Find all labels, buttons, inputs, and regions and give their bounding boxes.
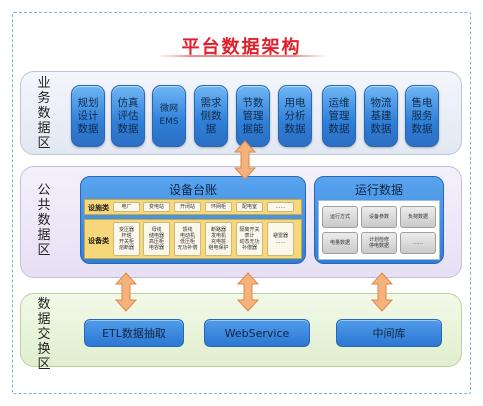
business-item: 微网EMS [152, 85, 186, 147]
business-item: 物流基建数据 [364, 85, 398, 147]
business-item: 运维管理数据 [322, 85, 356, 147]
business-item: 节数管理据能 [236, 85, 270, 147]
business-item-label: 微网EMS [159, 104, 179, 127]
equipment-chip: 隔离开关 表计 动态无功 补偿器 [236, 222, 263, 256]
equipment-chip: 避雷器 …… [267, 222, 294, 256]
facility-label: 设施类 [88, 204, 109, 212]
business-item-label: 规划设计数据 [77, 96, 99, 135]
outer-frame [12, 12, 471, 394]
equipment-chip: 断路器 发电机 充电桩 继电保护 [205, 222, 232, 256]
business-item: 仿真评估数据 [111, 85, 145, 147]
arrow-business-public [234, 140, 256, 180]
equipment-label: 设备类 [88, 237, 109, 245]
public-layer-label: 公共数据区 [37, 183, 51, 258]
equipment-chip: 馈线 电动机 低压柜 无功补偿 [174, 222, 201, 256]
business-item: 用电分析数据 [278, 85, 312, 147]
run-data-chip: 负荷数据 [400, 206, 436, 228]
equipment-chip: 变压器 杆塔 开关柜 熔断器 [113, 222, 140, 256]
run-data-title: 运行数据 [354, 183, 403, 197]
run-data-chip: 运行方式 [322, 206, 358, 228]
facility-chip: …… [267, 202, 294, 212]
arrow-public-webservice [237, 272, 259, 312]
business-item-label: 物流基建数据 [370, 96, 392, 135]
facility-chip: 开闭站 [174, 202, 201, 212]
equipment-chip: 母线 储电器 高压柜 电容器 [143, 222, 170, 256]
business-item: 需求侧数据 [194, 85, 228, 147]
facility-chip: 配电室 [236, 202, 263, 212]
facility-chip: 电厂 [113, 202, 140, 212]
business-item-label: 售电服务数据 [411, 96, 433, 135]
business-item-label: 需求侧数据 [200, 96, 222, 135]
run-data-chip: 计划检修 停电数据 [361, 232, 397, 254]
run-data-chip: 电量数据 [322, 232, 358, 254]
business-item: 售电服务数据 [405, 85, 439, 147]
equipment-ledger-title: 设备台账 [168, 183, 217, 197]
page-title: 平台数据架构 [181, 37, 302, 58]
run-data-chip: 设备参数 [361, 206, 397, 228]
business-item-label: 仿真评估数据 [117, 96, 139, 135]
webservice-box: WebService [204, 319, 310, 347]
facility-chip: 变电站 [143, 202, 170, 212]
arrow-public-middle-db [371, 272, 393, 312]
facility-chip: 环网柜 [205, 202, 232, 212]
business-item-label: 节数管理据能 [242, 96, 264, 135]
run-data-chip: …… [400, 232, 436, 254]
arrow-public-etl [115, 272, 137, 312]
etl-extraction-box: ETL数据抽取 [84, 319, 184, 347]
business-item-label: 用电分析数据 [284, 96, 306, 135]
business-item-label: 运维管理数据 [328, 96, 350, 135]
title-underline [158, 55, 326, 57]
business-item: 规划设计数据 [71, 85, 105, 147]
exchange-layer-label: 数据交换区 [37, 297, 51, 372]
business-layer-label: 业务数据区 [37, 76, 51, 151]
intermediate-db-box: 中间库 [336, 319, 442, 347]
